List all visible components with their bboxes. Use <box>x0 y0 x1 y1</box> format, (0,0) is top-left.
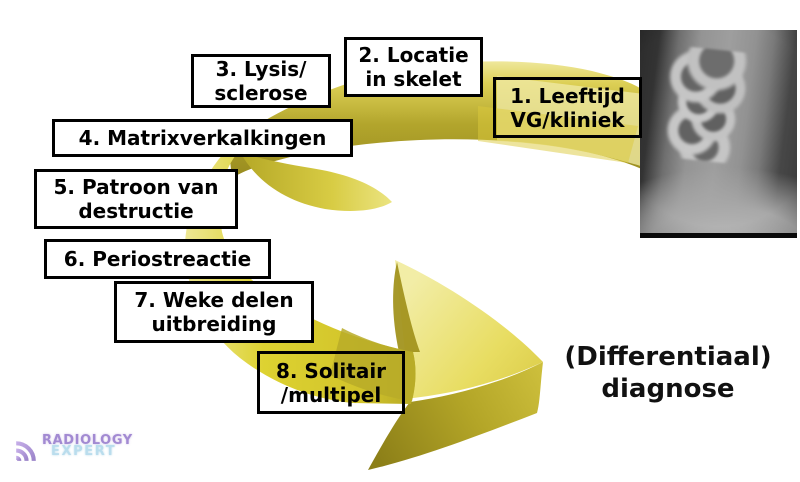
bone-xray-image <box>640 30 797 238</box>
result-line: (Differentiaal) <box>564 342 772 372</box>
logo-brand-top: RADIOLOGY <box>42 433 133 448</box>
step-box-7-weke-delen: 7. Weke delen uitbreiding <box>114 281 314 343</box>
step-label: VG/kliniek <box>510 107 625 132</box>
step-label: in skelet <box>365 67 462 91</box>
step-label: 4. Matrixverkalkingen <box>78 126 327 150</box>
result-label: (Differentiaal) diagnose <box>536 342 800 405</box>
signal-arcs-icon <box>15 441 36 462</box>
step-label: 5. Patroon van <box>53 175 219 199</box>
xray-bottom-strip <box>640 233 797 238</box>
step-label: 2. Locatie <box>358 43 469 67</box>
step-label: 1. Leeftijd <box>510 83 625 108</box>
logo-brand-bottom: EXPERT <box>51 444 117 459</box>
step-box-6-periostreactie: 6. Periostreactie <box>44 239 271 279</box>
step-label: /multipel <box>280 382 382 407</box>
step-label: sclerose <box>214 81 308 105</box>
logo-text: RADIOLOGY EXPERT <box>42 433 133 459</box>
step-box-2-locatie: 2. Locatie in skelet <box>344 37 483 97</box>
radiology-expert-logo: RADIOLOGY EXPERT <box>12 433 133 464</box>
step-box-4-matrixverkalkingen: 4. Matrixverkalkingen <box>52 119 353 157</box>
arrowhead <box>395 260 543 399</box>
step-box-5-patroon: 5. Patroon van destructie <box>34 169 238 229</box>
step-label: 7. Weke delen <box>134 288 294 312</box>
arrowhead-notch-facet <box>393 262 420 352</box>
step-label: 8. Solitair <box>275 358 387 383</box>
arrow-band-shadow <box>330 328 416 401</box>
step-box-1-leeftijd: 1. Leeftijd VG/kliniek <box>493 77 642 138</box>
step-box-3-lysis: 3. Lysis/ sclerose <box>191 54 331 108</box>
step-label: destructie <box>78 199 194 223</box>
step-label: 3. Lysis/ <box>215 57 307 81</box>
step-box-8-solitair: 8. Solitair /multipel <box>257 351 405 414</box>
result-line: diagnose <box>601 373 735 404</box>
xray-vignette <box>640 30 797 238</box>
arrow-inner-fold <box>240 152 392 211</box>
arrow-underside <box>368 362 543 470</box>
step-label: uitbreiding <box>151 312 277 336</box>
arrow-top-band-streak <box>478 106 638 163</box>
step-label: 6. Periostreactie <box>63 247 252 271</box>
